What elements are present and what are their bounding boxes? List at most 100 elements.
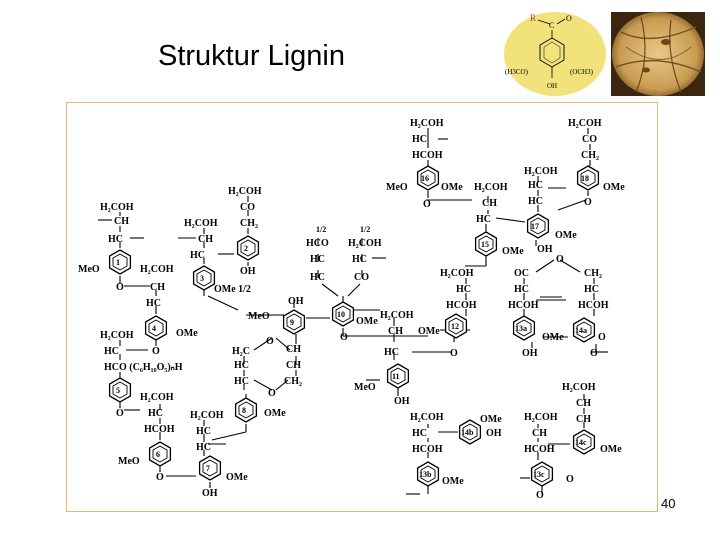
svg-text:OH: OH [522, 348, 538, 359]
svg-text:HCOH: HCOH [578, 300, 609, 311]
svg-text:O: O [156, 472, 164, 483]
svg-text:OMe: OMe [226, 472, 248, 483]
page-number: 40 [661, 496, 676, 511]
svg-text:10: 10 [337, 310, 345, 319]
svg-text:H₂COH: H₂COH [562, 382, 596, 393]
svg-text:CH: CH [198, 234, 213, 245]
svg-text:H₂COH: H₂COH [524, 166, 558, 177]
svg-text:OMe: OMe [600, 444, 622, 455]
svg-text:OC: OC [514, 268, 529, 279]
svg-text:CH: CH [532, 428, 547, 439]
svg-text:OMe: OMe [542, 332, 564, 343]
ring-7: 7 [198, 455, 222, 481]
svg-text:HC: HC [384, 347, 399, 358]
svg-text:HC: HC [412, 428, 427, 439]
svg-text:OMe: OMe [264, 408, 286, 419]
svg-text:CH₂: CH₂ [581, 150, 599, 161]
svg-text:16: 16 [421, 174, 429, 183]
svg-text:O: O [268, 388, 276, 399]
svg-text:HC: HC [104, 346, 119, 357]
svg-text:OH: OH [537, 244, 553, 255]
svg-text:13c: 13c [533, 470, 545, 479]
monomer-right-substituent: (OCH3) [570, 68, 594, 76]
svg-text:OH: OH [240, 266, 256, 277]
svg-text:OMe: OMe [441, 182, 463, 193]
monomer-r-label: R [530, 13, 536, 23]
ring-18: 18 [576, 165, 600, 191]
ring-4: 4 [144, 315, 168, 341]
svg-text:6: 6 [156, 450, 160, 459]
svg-text:OMe: OMe [603, 182, 625, 193]
svg-text:H₂COH: H₂COH [440, 268, 474, 279]
svg-text:H₂COH: H₂COH [190, 410, 224, 421]
monomer-oh-label: OH [547, 82, 557, 90]
svg-text:O: O [536, 490, 544, 501]
svg-text:HC: HC [514, 284, 529, 295]
svg-text:O: O [566, 474, 574, 485]
svg-text:14a: 14a [575, 326, 587, 335]
svg-text:5: 5 [116, 386, 120, 395]
svg-text:13b: 13b [419, 470, 432, 479]
svg-text:O: O [598, 332, 606, 343]
svg-text:HCOH: HCOH [508, 300, 539, 311]
svg-text:MeO: MeO [354, 382, 376, 393]
ring-2: 2 [236, 235, 260, 261]
monomer-o-label: O [566, 14, 572, 23]
svg-text:3: 3 [200, 274, 204, 283]
monomer-left-substituent: (H3CO) [505, 68, 529, 76]
svg-text:OMe: OMe [442, 476, 464, 487]
svg-text:HCO: HCO [306, 238, 329, 249]
svg-text:CO: CO [240, 202, 255, 213]
svg-text:18: 18 [581, 174, 589, 183]
svg-text:OMe: OMe [418, 326, 440, 337]
svg-text:1/2: 1/2 [316, 225, 326, 234]
svg-text:O: O [423, 199, 431, 210]
svg-text:HC: HC [528, 180, 543, 191]
svg-text:H₂COH: H₂COH [410, 118, 444, 129]
svg-text:CH: CH [150, 282, 165, 293]
svg-text:OMe: OMe [502, 246, 524, 257]
svg-text:HC: HC [456, 284, 471, 295]
svg-text:H₂COH: H₂COH [568, 118, 602, 129]
svg-text:O: O [116, 282, 124, 293]
svg-text:OH: OH [288, 296, 304, 307]
svg-text:H₂COH: H₂COH [100, 330, 134, 341]
svg-text:O: O [266, 336, 274, 347]
svg-text:17: 17 [531, 222, 539, 231]
svg-text:14c: 14c [575, 438, 587, 447]
svg-text:O: O [152, 346, 160, 357]
svg-text:HC: HC [476, 214, 491, 225]
svg-text:HC: HC [190, 250, 205, 261]
svg-text:HC: HC [310, 254, 325, 265]
svg-text:HC: HC [108, 234, 123, 245]
ring-11: 11 [386, 363, 410, 389]
svg-text:H₂COH: H₂COH [410, 412, 444, 423]
svg-text:HC: HC [148, 408, 163, 419]
svg-text:HC: HC [196, 442, 211, 453]
svg-text:H₂COH: H₂COH [184, 218, 218, 229]
ring-9: 9 [282, 309, 306, 335]
svg-text:O: O [340, 332, 348, 343]
ring-14c: 14c [572, 429, 596, 455]
svg-text:HC: HC [146, 298, 161, 309]
svg-text:H₂COH: H₂COH [100, 202, 134, 213]
svg-text:OH: OH [202, 488, 218, 499]
svg-text:CH₂: CH₂ [240, 218, 258, 229]
svg-text:H₂COH: H₂COH [228, 186, 262, 197]
svg-text:O: O [584, 197, 592, 208]
svg-text:H₂COH: H₂COH [474, 182, 508, 193]
ring-1: 1 [108, 249, 132, 275]
svg-text:1/2: 1/2 [360, 225, 370, 234]
svg-text:CH: CH [576, 398, 591, 409]
ring-16: 16 [416, 165, 440, 191]
svg-text:O: O [590, 348, 598, 359]
svg-text:CH: CH [388, 326, 403, 337]
svg-text:OH: OH [486, 428, 502, 439]
svg-text:HC: HC [352, 254, 367, 265]
svg-text:OMe: OMe [555, 230, 577, 241]
svg-text:HCOH: HCOH [524, 444, 555, 455]
svg-text:MeO: MeO [248, 311, 270, 322]
svg-text:HCOH: HCOH [412, 150, 443, 161]
chemical-bonds [98, 128, 608, 495]
ring-6: 6 [148, 441, 172, 467]
